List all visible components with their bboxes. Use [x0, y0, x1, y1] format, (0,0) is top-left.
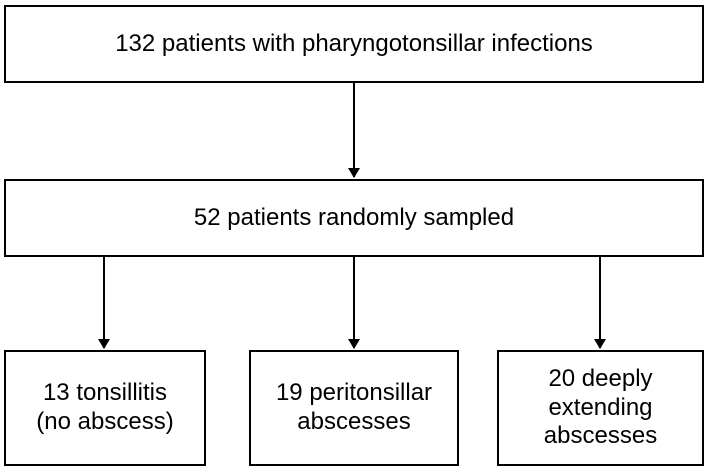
peritonsillar-box: 19 peritonsillar abscesses [249, 350, 459, 466]
deep-abscess-label-line-1: 20 deeply [548, 364, 653, 392]
sampled-patients-label: 52 patients randomly sampled [193, 203, 515, 231]
peritonsillar-label-line-1: 19 peritonsillar [275, 379, 433, 407]
deep-abscess-box: 20 deeply extending abscesses [497, 350, 704, 466]
tonsillitis-label-line-1: 13 tonsillitis [42, 379, 168, 407]
total-patients-box: 132 patients with pharyngotonsillar infe… [4, 5, 704, 83]
tonsillitis-box: 13 tonsillitis (no abscess) [4, 350, 206, 466]
deep-abscess-label-line-2: extending [548, 393, 653, 421]
total-patients-label: 132 patients with pharyngotonsillar infe… [115, 29, 593, 57]
deep-abscess-label-line-3: abscesses [543, 422, 658, 450]
sampled-patients-box: 52 patients randomly sampled [4, 179, 704, 257]
tonsillitis-label-line-2: (no abscess) [36, 408, 174, 435]
peritonsillar-label-line-2: abscesses [297, 408, 411, 435]
